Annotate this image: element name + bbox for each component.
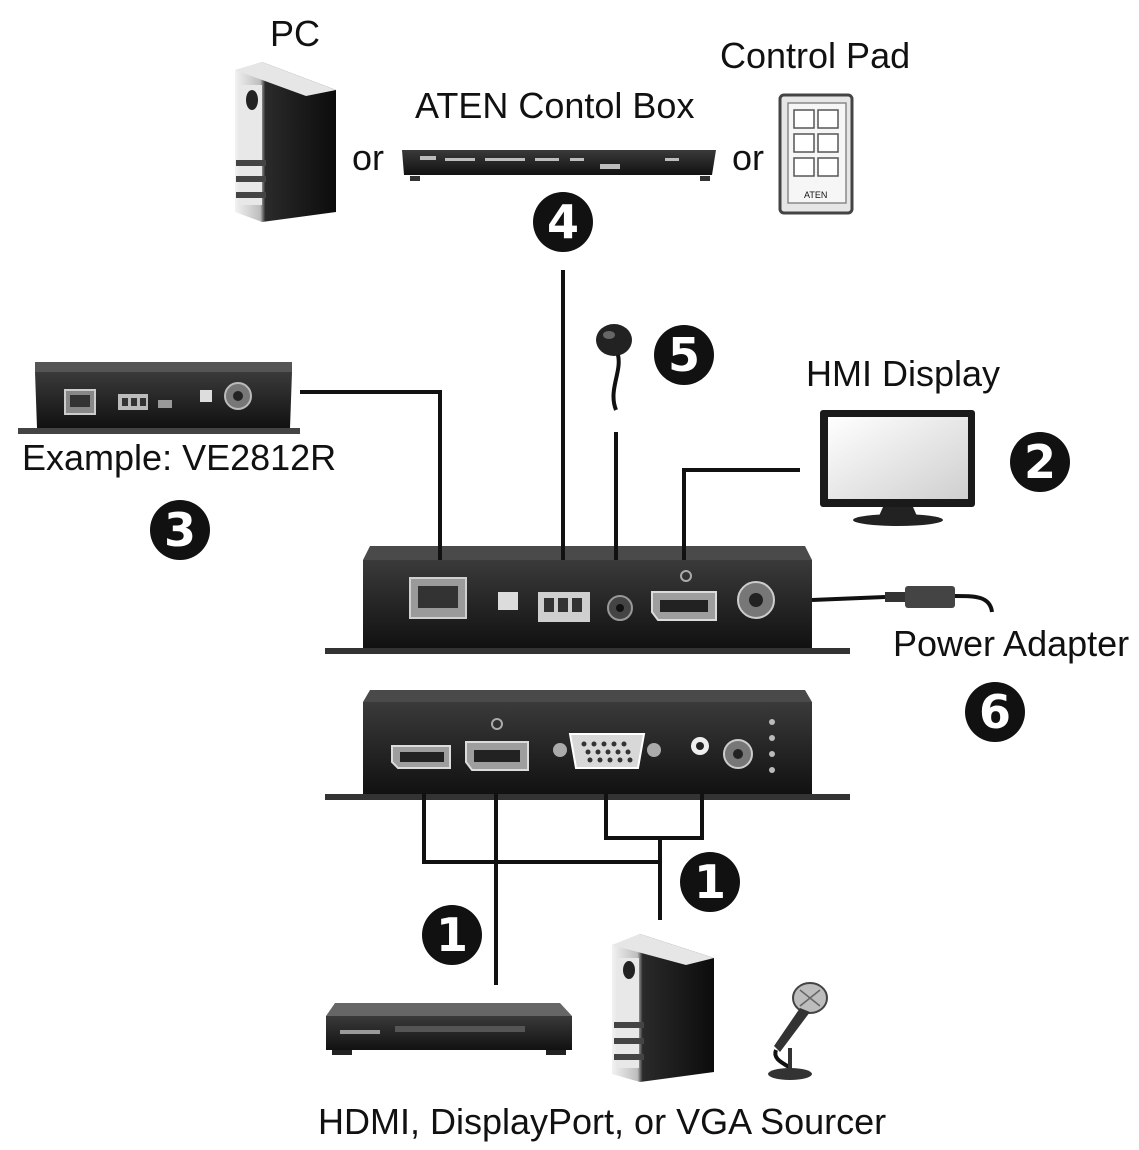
hmi-display-monitor-icon [820,410,975,526]
badge-1-right-number: 1 [694,855,726,909]
example-label: Example: VE2812R [22,437,336,478]
transmitter-unit-icon [325,690,850,800]
connection-wires [300,270,886,985]
badge-1-left-number: 1 [436,908,468,962]
badge-6: 6 [965,682,1025,742]
badge-3: 3 [150,500,210,560]
or-label-left: or [352,137,384,178]
ir-receiver-icon [596,324,632,411]
control-box-label: ATEN Contol Box [415,85,694,126]
sources-label: HDMI, DisplayPort, or VGA Sourcer [318,1101,886,1142]
or-label-right: or [732,137,764,178]
badge-4-number: 4 [547,195,579,249]
power-adapter-plug-icon [885,586,994,613]
pc-tower-icon [235,62,336,222]
ve2812r-device-icon [18,362,300,434]
badge-3-number: 3 [164,503,196,557]
badge-4: 4 [533,192,593,252]
badge-2: 2 [1010,432,1070,492]
power-adapter-label: Power Adapter [893,623,1129,664]
source-pc-tower-icon [612,934,714,1082]
control-box-device-icon [402,150,716,181]
badge-1-left: 1 [422,905,482,965]
badge-1-right: 1 [680,852,740,912]
media-player-icon [326,1003,572,1055]
control-pad-brand: ATEN [804,190,827,200]
hmi-display-label: HMI Display [806,353,1000,394]
pc-label: PC [270,13,320,54]
microphone-icon [768,982,828,1080]
badge-5-number: 5 [668,328,700,382]
badge-2-number: 2 [1024,435,1056,489]
badge-5: 5 [654,325,714,385]
badge-6-number: 6 [979,685,1011,739]
receiver-unit-icon [325,546,850,654]
control-pad-icon: ATEN [778,93,854,215]
control-pad-label: Control Pad [720,35,910,76]
